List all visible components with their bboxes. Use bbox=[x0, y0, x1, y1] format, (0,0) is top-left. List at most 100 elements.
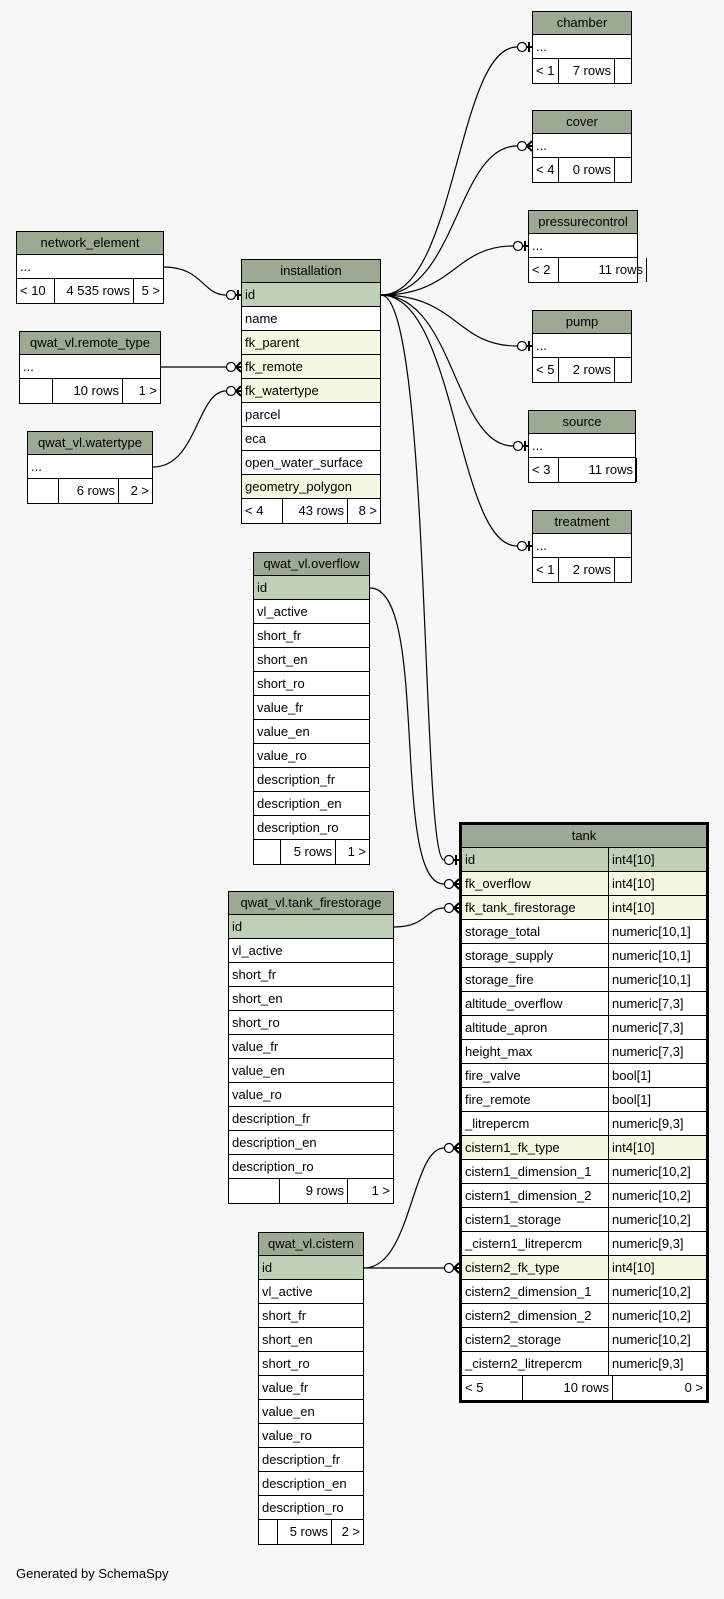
column-row-description-ro[interactable]: description_ro bbox=[254, 816, 369, 840]
column-row-description-en[interactable]: description_en bbox=[229, 1131, 393, 1155]
table-header[interactable]: source bbox=[529, 411, 635, 434]
column-row-id[interactable]: id bbox=[254, 576, 369, 600]
column-row-name[interactable]: name bbox=[242, 307, 380, 331]
column-row-short-ro[interactable]: short_ro bbox=[229, 1011, 393, 1035]
column-row--[interactable]: ... bbox=[533, 534, 631, 558]
column-row-description-fr[interactable]: description_fr bbox=[254, 768, 369, 792]
column-row--[interactable]: ... bbox=[533, 35, 631, 59]
column-row--[interactable]: ... bbox=[529, 434, 635, 458]
column-row-vl-active[interactable]: vl_active bbox=[229, 939, 393, 963]
table-header[interactable]: pressurecontrol bbox=[529, 211, 637, 234]
column-row-id[interactable]: id bbox=[229, 915, 393, 939]
column-row-parcel[interactable]: parcel bbox=[242, 403, 380, 427]
table-header[interactable]: cover bbox=[533, 111, 631, 134]
column-row-geometry-polygon[interactable]: geometry_polygon bbox=[242, 475, 380, 499]
column-row-value-en[interactable]: value_en bbox=[229, 1059, 393, 1083]
column-row-fk-watertype[interactable]: fk_watertype bbox=[242, 379, 380, 403]
column-row-value-en[interactable]: value_en bbox=[259, 1400, 363, 1424]
column-row-open-water-surface[interactable]: open_water_surface bbox=[242, 451, 380, 475]
column-row-value-fr[interactable]: value_fr bbox=[254, 696, 369, 720]
column-row-value-en[interactable]: value_en bbox=[254, 720, 369, 744]
column-row-id[interactable]: id bbox=[259, 1256, 363, 1280]
column-row-description-en[interactable]: description_en bbox=[254, 792, 369, 816]
column-row-value-ro[interactable]: value_ro bbox=[259, 1424, 363, 1448]
column-row-value-fr[interactable]: value_fr bbox=[229, 1035, 393, 1059]
column-row-value-fr[interactable]: value_fr bbox=[259, 1376, 363, 1400]
column-row-description-fr[interactable]: description_fr bbox=[259, 1448, 363, 1472]
column-row-vl-active[interactable]: vl_active bbox=[259, 1280, 363, 1304]
column-row-short-ro[interactable]: short_ro bbox=[259, 1352, 363, 1376]
column-row--[interactable]: ... bbox=[28, 455, 152, 479]
table-header[interactable]: treatment bbox=[533, 511, 631, 534]
column-row-short-en[interactable]: short_en bbox=[254, 648, 369, 672]
column-row-description-ro[interactable]: description_ro bbox=[229, 1155, 393, 1179]
table-header[interactable]: network_element bbox=[17, 232, 163, 255]
column-row-short-ro[interactable]: short_ro bbox=[254, 672, 369, 696]
table-header[interactable]: qwat_vl.remote_type bbox=[20, 332, 160, 355]
column-row-value-ro[interactable]: value_ro bbox=[254, 744, 369, 768]
column-row-eca[interactable]: eca bbox=[242, 427, 380, 451]
table-header[interactable]: qwat_vl.tank_firestorage bbox=[229, 892, 393, 915]
column-row--[interactable]: ... bbox=[17, 255, 163, 279]
table-header[interactable]: qwat_vl.watertype bbox=[28, 432, 152, 455]
table-header[interactable]: qwat_vl.overflow bbox=[254, 553, 369, 576]
column-row--[interactable]: ... bbox=[529, 234, 637, 258]
column-row-value-ro[interactable]: value_ro bbox=[229, 1083, 393, 1107]
column-row-fk-remote[interactable]: fk_remote bbox=[242, 355, 380, 379]
table-header[interactable]: installation bbox=[242, 260, 380, 283]
column-row--[interactable]: ... bbox=[20, 355, 160, 379]
column-row-short-fr[interactable]: short_fr bbox=[254, 624, 369, 648]
column-row-short-fr[interactable]: short_fr bbox=[259, 1304, 363, 1328]
column-row-short-en[interactable]: short_en bbox=[229, 987, 393, 1011]
column-row-fk-parent[interactable]: fk_parent bbox=[242, 331, 380, 355]
column-row-id[interactable]: id bbox=[242, 283, 380, 307]
column-row-description-en[interactable]: description_en bbox=[259, 1472, 363, 1496]
column-row--[interactable]: ... bbox=[533, 134, 631, 158]
column-row-short-fr[interactable]: short_fr bbox=[229, 963, 393, 987]
column-row-short-en[interactable]: short_en bbox=[259, 1328, 363, 1352]
table-header[interactable]: chamber bbox=[533, 12, 631, 35]
table-header[interactable]: tank bbox=[462, 825, 706, 848]
column-row-description-ro[interactable]: description_ro bbox=[259, 1496, 363, 1520]
table-header[interactable]: qwat_vl.cistern bbox=[259, 1233, 363, 1256]
column-row-vl-active[interactable]: vl_active bbox=[254, 600, 369, 624]
column-row-description-fr[interactable]: description_fr bbox=[229, 1107, 393, 1131]
table-header[interactable]: pump bbox=[533, 311, 631, 334]
